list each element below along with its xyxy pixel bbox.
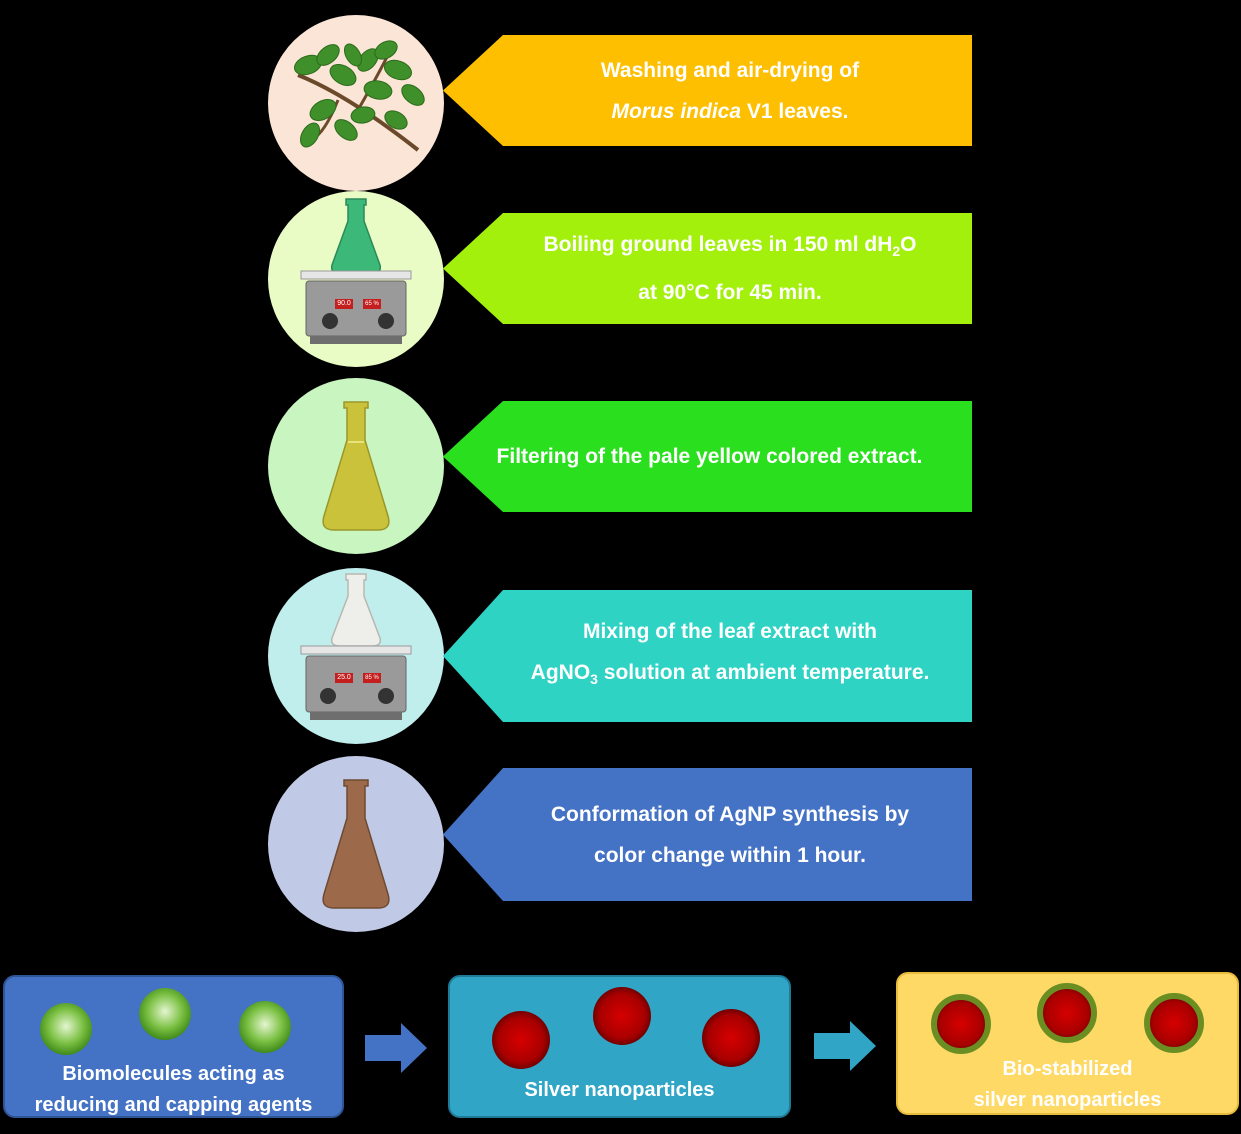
silver-nanoparticles-box: Silver nanoparticles (448, 975, 791, 1118)
bio-stabilized-label: Bio-stabilized silver nanoparticles (973, 1058, 1162, 1111)
bio-stabilized-box: Bio-stabilized silver nanoparticles (896, 972, 1239, 1115)
biomolecules-label: Biomolecules acting as reducing and capp… (34, 1063, 313, 1116)
step-4-circle: 25.0 85 % (268, 568, 444, 744)
speed-display: 85 % (365, 675, 379, 681)
speed-display: 65 % (365, 301, 379, 307)
step-5-text: Conformation of AgNP synthesis by color … (550, 802, 910, 867)
red-nanoparticle-icon (492, 987, 760, 1069)
step-4-text: Mixing of the leaf extract with AgNO3 so… (530, 620, 930, 688)
step-4-box: Mixing of the leaf extract with AgNO3 so… (443, 590, 972, 722)
step-3-text: Filtering of the pale yellow colored ext… (496, 445, 923, 468)
step-5-box: Conformation of AgNP synthesis by color … (443, 768, 972, 901)
arrow-right-icon (814, 1021, 876, 1071)
leaves-branch-icon (293, 40, 425, 152)
brown-flask-icon (322, 779, 390, 909)
hotplate-green-flask-icon (300, 198, 412, 344)
step-3-circle (268, 378, 444, 554)
temperature-display: 90.0 (337, 300, 351, 307)
biomolecules-box: Biomolecules acting as reducing and capp… (3, 975, 344, 1118)
step-1-text: Washing and air-drying of Morus indica V… (600, 58, 860, 123)
silver-nanoparticles-label: Silver nanoparticles (524, 1079, 715, 1101)
step-3-box: Filtering of the pale yellow colored ext… (443, 401, 972, 512)
step-1-circle (268, 15, 444, 191)
green-biomolecule-sphere-icon (40, 988, 291, 1055)
step-2-text: Boiling ground leaves in 150 ml dH2O at … (543, 232, 917, 305)
yellow-flask-icon (322, 401, 390, 531)
hotplate-white-flask-icon (300, 573, 412, 720)
step-2-box: Boiling ground leaves in 150 ml dH2O at … (443, 213, 972, 324)
step-1-box: Washing and air-drying of Morus indica V… (443, 35, 972, 146)
temperature-display: 25.0 (337, 674, 351, 681)
arrow-right-icon (365, 1023, 427, 1073)
step-5-circle (268, 756, 444, 932)
capped-nanoparticle-icon (931, 983, 1204, 1054)
step-2-circle: 90.0 65 % (268, 191, 444, 367)
